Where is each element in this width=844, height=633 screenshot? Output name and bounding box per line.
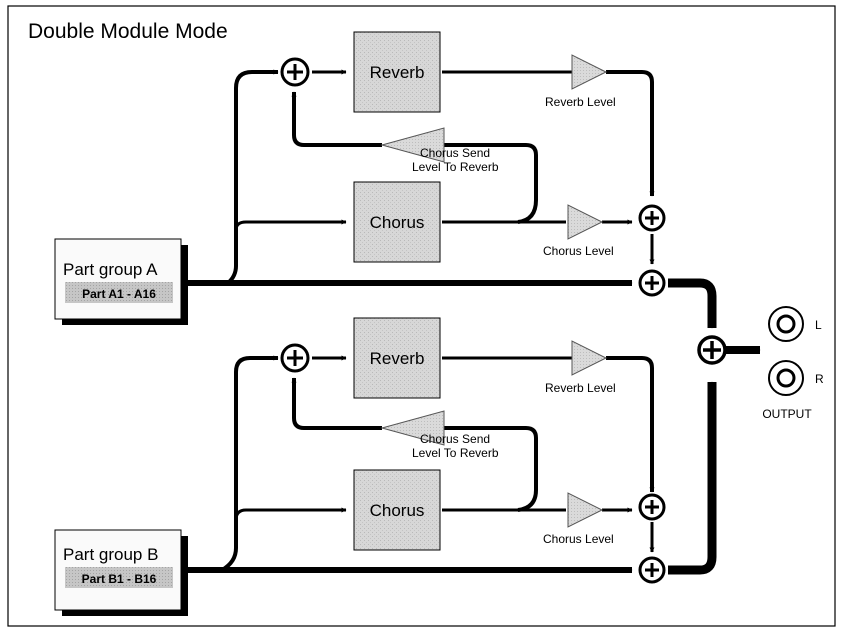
output-jack-r-icon bbox=[768, 360, 804, 396]
group-b-reverb-sum-icon bbox=[280, 343, 310, 373]
group-a-wet-sum-icon bbox=[638, 204, 666, 232]
group-a-reverb-sum-icon bbox=[280, 57, 310, 87]
part-group-a-label: Part group A bbox=[63, 260, 158, 279]
group-a-reverb-label: Reverb bbox=[370, 63, 425, 82]
part-group-b-label: Part group B bbox=[63, 545, 158, 564]
group-a-chorus-send-label-2: Level To Reverb bbox=[412, 160, 499, 174]
group-b-reverb-level-amp-icon bbox=[571, 340, 608, 376]
group-a-out-sum-icon bbox=[638, 269, 666, 297]
output-l-label: L bbox=[815, 318, 822, 332]
group-b-chorus-box bbox=[353, 469, 441, 551]
group-a-chorus-level-label: Chorus Level bbox=[543, 244, 614, 258]
output-jack-l-icon bbox=[768, 306, 804, 342]
group-a: Part group A Part A1 - A16 Reverb Chorus… bbox=[54, 31, 717, 329]
group-b-chorus-send-line bbox=[444, 426, 538, 512]
group-b-chorus-send-amp-icon bbox=[380, 410, 445, 446]
group-a-chorus-level-amp-icon bbox=[567, 204, 604, 240]
output-r-label: R bbox=[815, 372, 824, 386]
part-group-a-parts: Part A1 - A16 bbox=[82, 287, 156, 301]
group-b-wet-sum-icon bbox=[638, 493, 666, 521]
group-b-reverb-box bbox=[353, 317, 441, 399]
group-b-reverb-level-label: Reverb Level bbox=[545, 381, 616, 395]
group-a-branch-chorus bbox=[234, 219, 347, 231]
group-b-chorus-level-label: Chorus Level bbox=[543, 532, 614, 546]
group-b-chorus-label: Chorus bbox=[370, 501, 425, 520]
group-a-reverb-box bbox=[353, 31, 441, 113]
group-a-chorus-send-line bbox=[444, 143, 538, 224]
group-b-branch-chorus bbox=[234, 507, 347, 521]
group-a-chorus-label: Chorus bbox=[370, 213, 425, 232]
group-b-reverb-level-out bbox=[606, 356, 655, 493]
group-a-to-master bbox=[668, 278, 717, 329]
master-sum-icon bbox=[697, 335, 727, 365]
output-label: OUTPUT bbox=[762, 407, 812, 421]
group-a-reverb-level-label: Reverb Level bbox=[545, 95, 616, 109]
group-a-reverb-level-amp-icon bbox=[571, 54, 608, 90]
group-a-branch-reverb bbox=[226, 69, 279, 285]
group-b-chorus-send-label-1: Chorus Send bbox=[420, 432, 490, 446]
group-b-to-master bbox=[668, 381, 717, 575]
group-a-reverb-level-out bbox=[606, 70, 655, 197]
part-group-b-tag bbox=[65, 567, 173, 588]
group-a-chorus-send-amp-icon bbox=[380, 127, 445, 163]
group-b: Part group B Part B1 - B16 Reverb Chorus… bbox=[54, 317, 717, 616]
group-a-chorus-send-return bbox=[291, 91, 382, 147]
group-b-out-sum-icon bbox=[638, 556, 666, 584]
group-a-chorus-send-label-1: Chorus Send bbox=[420, 146, 490, 160]
group-b-reverb-label: Reverb bbox=[370, 349, 425, 368]
part-group-b-parts: Part B1 - B16 bbox=[82, 572, 157, 586]
group-b-chorus-send-return bbox=[291, 377, 382, 430]
group-a-chorus-box bbox=[353, 181, 441, 263]
part-group-a-box bbox=[54, 238, 182, 320]
group-b-chorus-send-label-2: Level To Reverb bbox=[412, 446, 499, 460]
group-b-chorus-level-amp-icon bbox=[567, 492, 604, 528]
group-b-branch-reverb bbox=[220, 355, 279, 572]
diagram-title: Double Module Mode bbox=[28, 20, 228, 43]
part-group-a-tag bbox=[65, 282, 173, 303]
